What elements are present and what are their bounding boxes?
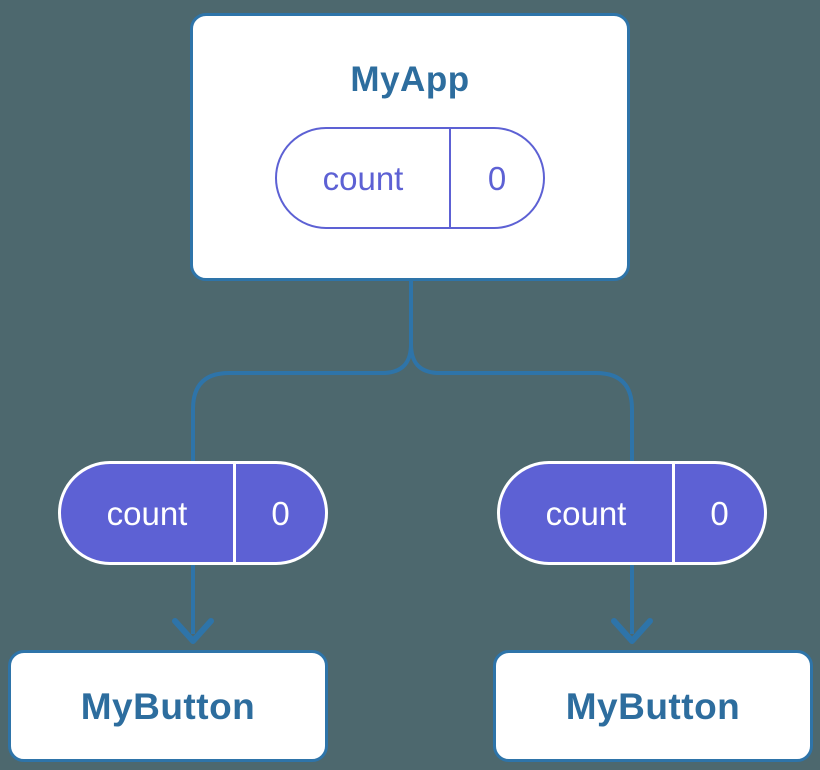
- left-branch-line: [191, 343, 413, 634]
- left-child-state-pill: count 0: [58, 461, 328, 565]
- left-child-component-card: MyButton: [8, 650, 328, 762]
- left-child-state-name: count: [61, 464, 236, 562]
- root-component-title: MyApp: [350, 60, 470, 99]
- root-state-value: 0: [487, 159, 507, 197]
- right-child-component-card: MyButton: [493, 650, 813, 762]
- root-component-card: MyApp count 0: [190, 13, 630, 281]
- right-branch-line: [409, 343, 634, 634]
- left-child-component-title: MyButton: [80, 685, 256, 727]
- root-state-name: count: [277, 129, 451, 227]
- right-child-state-name: count: [500, 464, 675, 562]
- left-child-state-value: 0: [271, 494, 290, 532]
- left-arrowhead-icon: [172, 618, 214, 644]
- right-child-component-title: MyButton: [565, 685, 741, 727]
- right-child-state-value: 0: [710, 494, 729, 532]
- right-arrowhead-icon: [611, 618, 653, 644]
- root-state-pill: count 0: [275, 127, 545, 229]
- right-child-state-pill: count 0: [497, 461, 767, 565]
